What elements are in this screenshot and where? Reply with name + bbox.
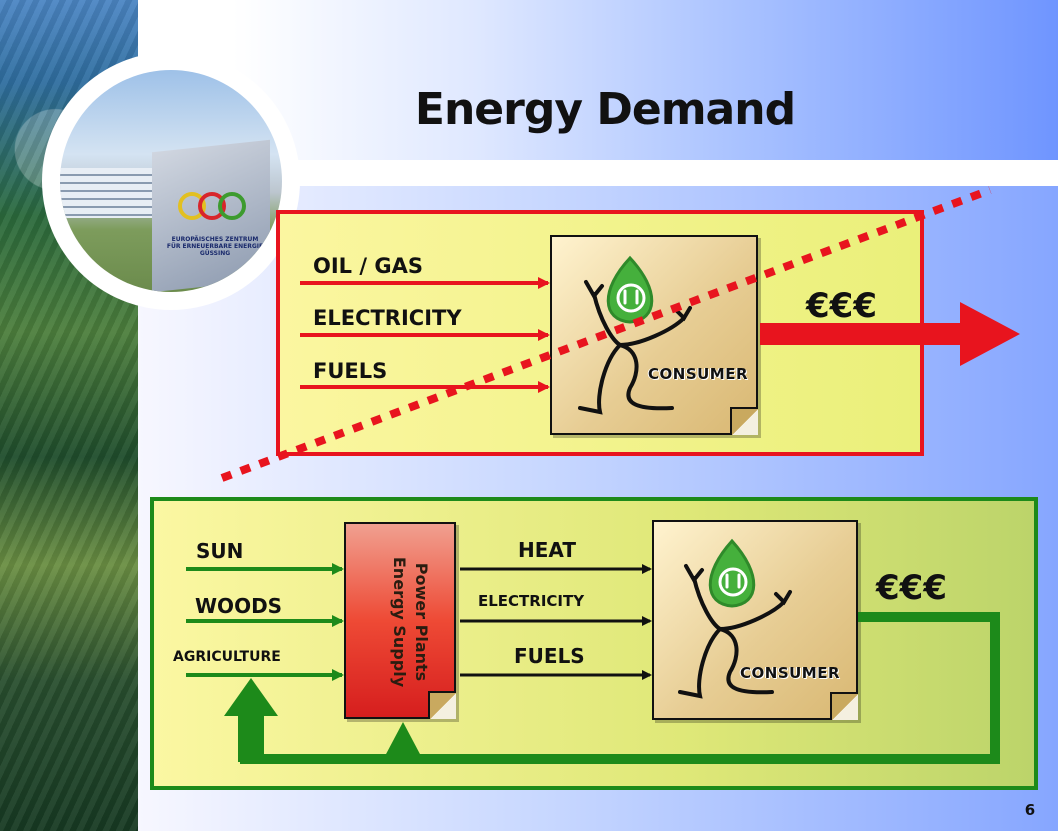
consumer-label: CONSUMER	[740, 664, 841, 682]
money-loop-arrow	[240, 612, 1000, 764]
sign-text: EUROPÄISCHES ZENTRUM FÜR ERNEUERBARE ENE…	[160, 236, 270, 257]
source-label-sun: SUN	[196, 539, 244, 563]
consumer-figure-icon	[678, 538, 792, 699]
strike-through-line	[220, 186, 992, 482]
page-number: 6	[1024, 801, 1036, 819]
power-plants-card: Power Plants Energy Supply	[344, 522, 456, 719]
sign-line-3: GÜSSING	[199, 250, 231, 257]
logo-ring-icon	[218, 192, 246, 220]
loop-arrowhead-plants	[385, 722, 421, 756]
consumer-figure-icon	[578, 255, 692, 415]
cost-arrow	[760, 302, 1020, 366]
renewable-energy-panel	[150, 497, 1038, 790]
sign-line-1: EUROPÄISCHES ZENTRUM	[171, 236, 259, 243]
page-fold-icon	[830, 692, 858, 720]
source-label-agriculture: AGRICULTURE	[173, 649, 281, 665]
page-fold-icon	[730, 407, 758, 435]
output-label-electricity: ELECTRICITY	[478, 592, 585, 610]
output-label-fuels: FUELS	[514, 644, 585, 668]
cost-label: €€€	[806, 286, 877, 326]
input-label-fuels: FUELS	[313, 359, 388, 383]
loop-segment-left	[238, 712, 264, 762]
title-stripe	[240, 160, 1058, 186]
page-title: Energy Demand	[414, 84, 796, 135]
building-image	[60, 168, 165, 218]
consumer-label: CONSUMER	[648, 365, 749, 383]
page-fold-icon	[428, 691, 456, 719]
sign-line-2: FÜR ERNEUERBARE ENERGIE	[166, 243, 264, 250]
cost-label: €€€	[876, 568, 947, 608]
output-label-heat: HEAT	[518, 538, 576, 562]
logo-photo: EUROPÄISCHES ZENTRUM FÜR ERNEUERBARE ENE…	[42, 52, 300, 310]
loop-arrowhead-agriculture	[224, 678, 278, 716]
input-label-oil-gas: OIL / GAS	[313, 254, 423, 278]
building-photo: EUROPÄISCHES ZENTRUM FÜR ERNEUERBARE ENE…	[60, 70, 282, 292]
source-label-woods: WOODS	[195, 594, 283, 618]
input-label-electricity: ELECTRICITY	[313, 306, 462, 330]
